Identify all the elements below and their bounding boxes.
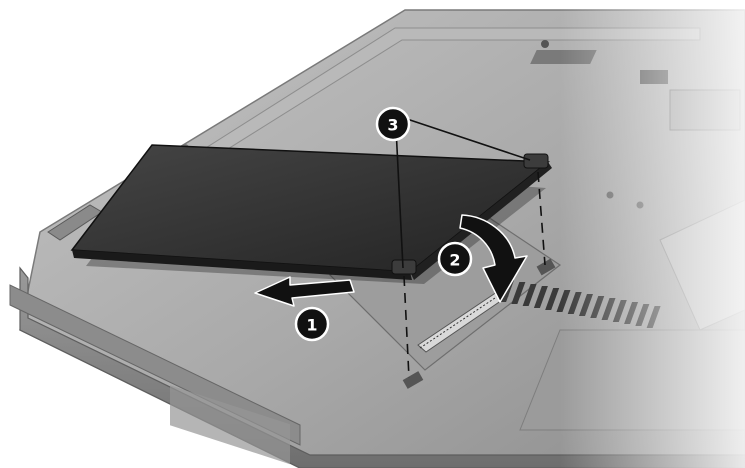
rotate-arrow-icon (459, 214, 528, 303)
slide-arrow-icon (254, 276, 355, 307)
callout-leader-line (403, 117, 531, 161)
callout-leader-line (395, 127, 404, 269)
cover-screw-tab (523, 153, 549, 169)
bay-screw-post (402, 371, 424, 389)
label-area (170, 385, 290, 465)
screw-guide-line (403, 275, 410, 379)
callout-3: 3 (375, 106, 411, 142)
callout-badge (375, 106, 411, 142)
edge-fade (560, 0, 745, 468)
callout-number: 2 (449, 251, 460, 270)
connector-pins (419, 291, 505, 349)
callout-number: 1 (306, 316, 317, 335)
bay-screw-post (536, 258, 556, 276)
foot-screw (541, 40, 549, 48)
callout-1: 1 (294, 306, 330, 342)
hard-drive-cover-rim (72, 250, 412, 280)
callout-badge (294, 306, 330, 342)
callout-2: 2 (437, 241, 473, 277)
callout-badge (437, 241, 473, 277)
screw-guide-line (537, 171, 546, 266)
cover-screw-tab (391, 259, 417, 275)
callout-number: 3 (387, 116, 398, 135)
